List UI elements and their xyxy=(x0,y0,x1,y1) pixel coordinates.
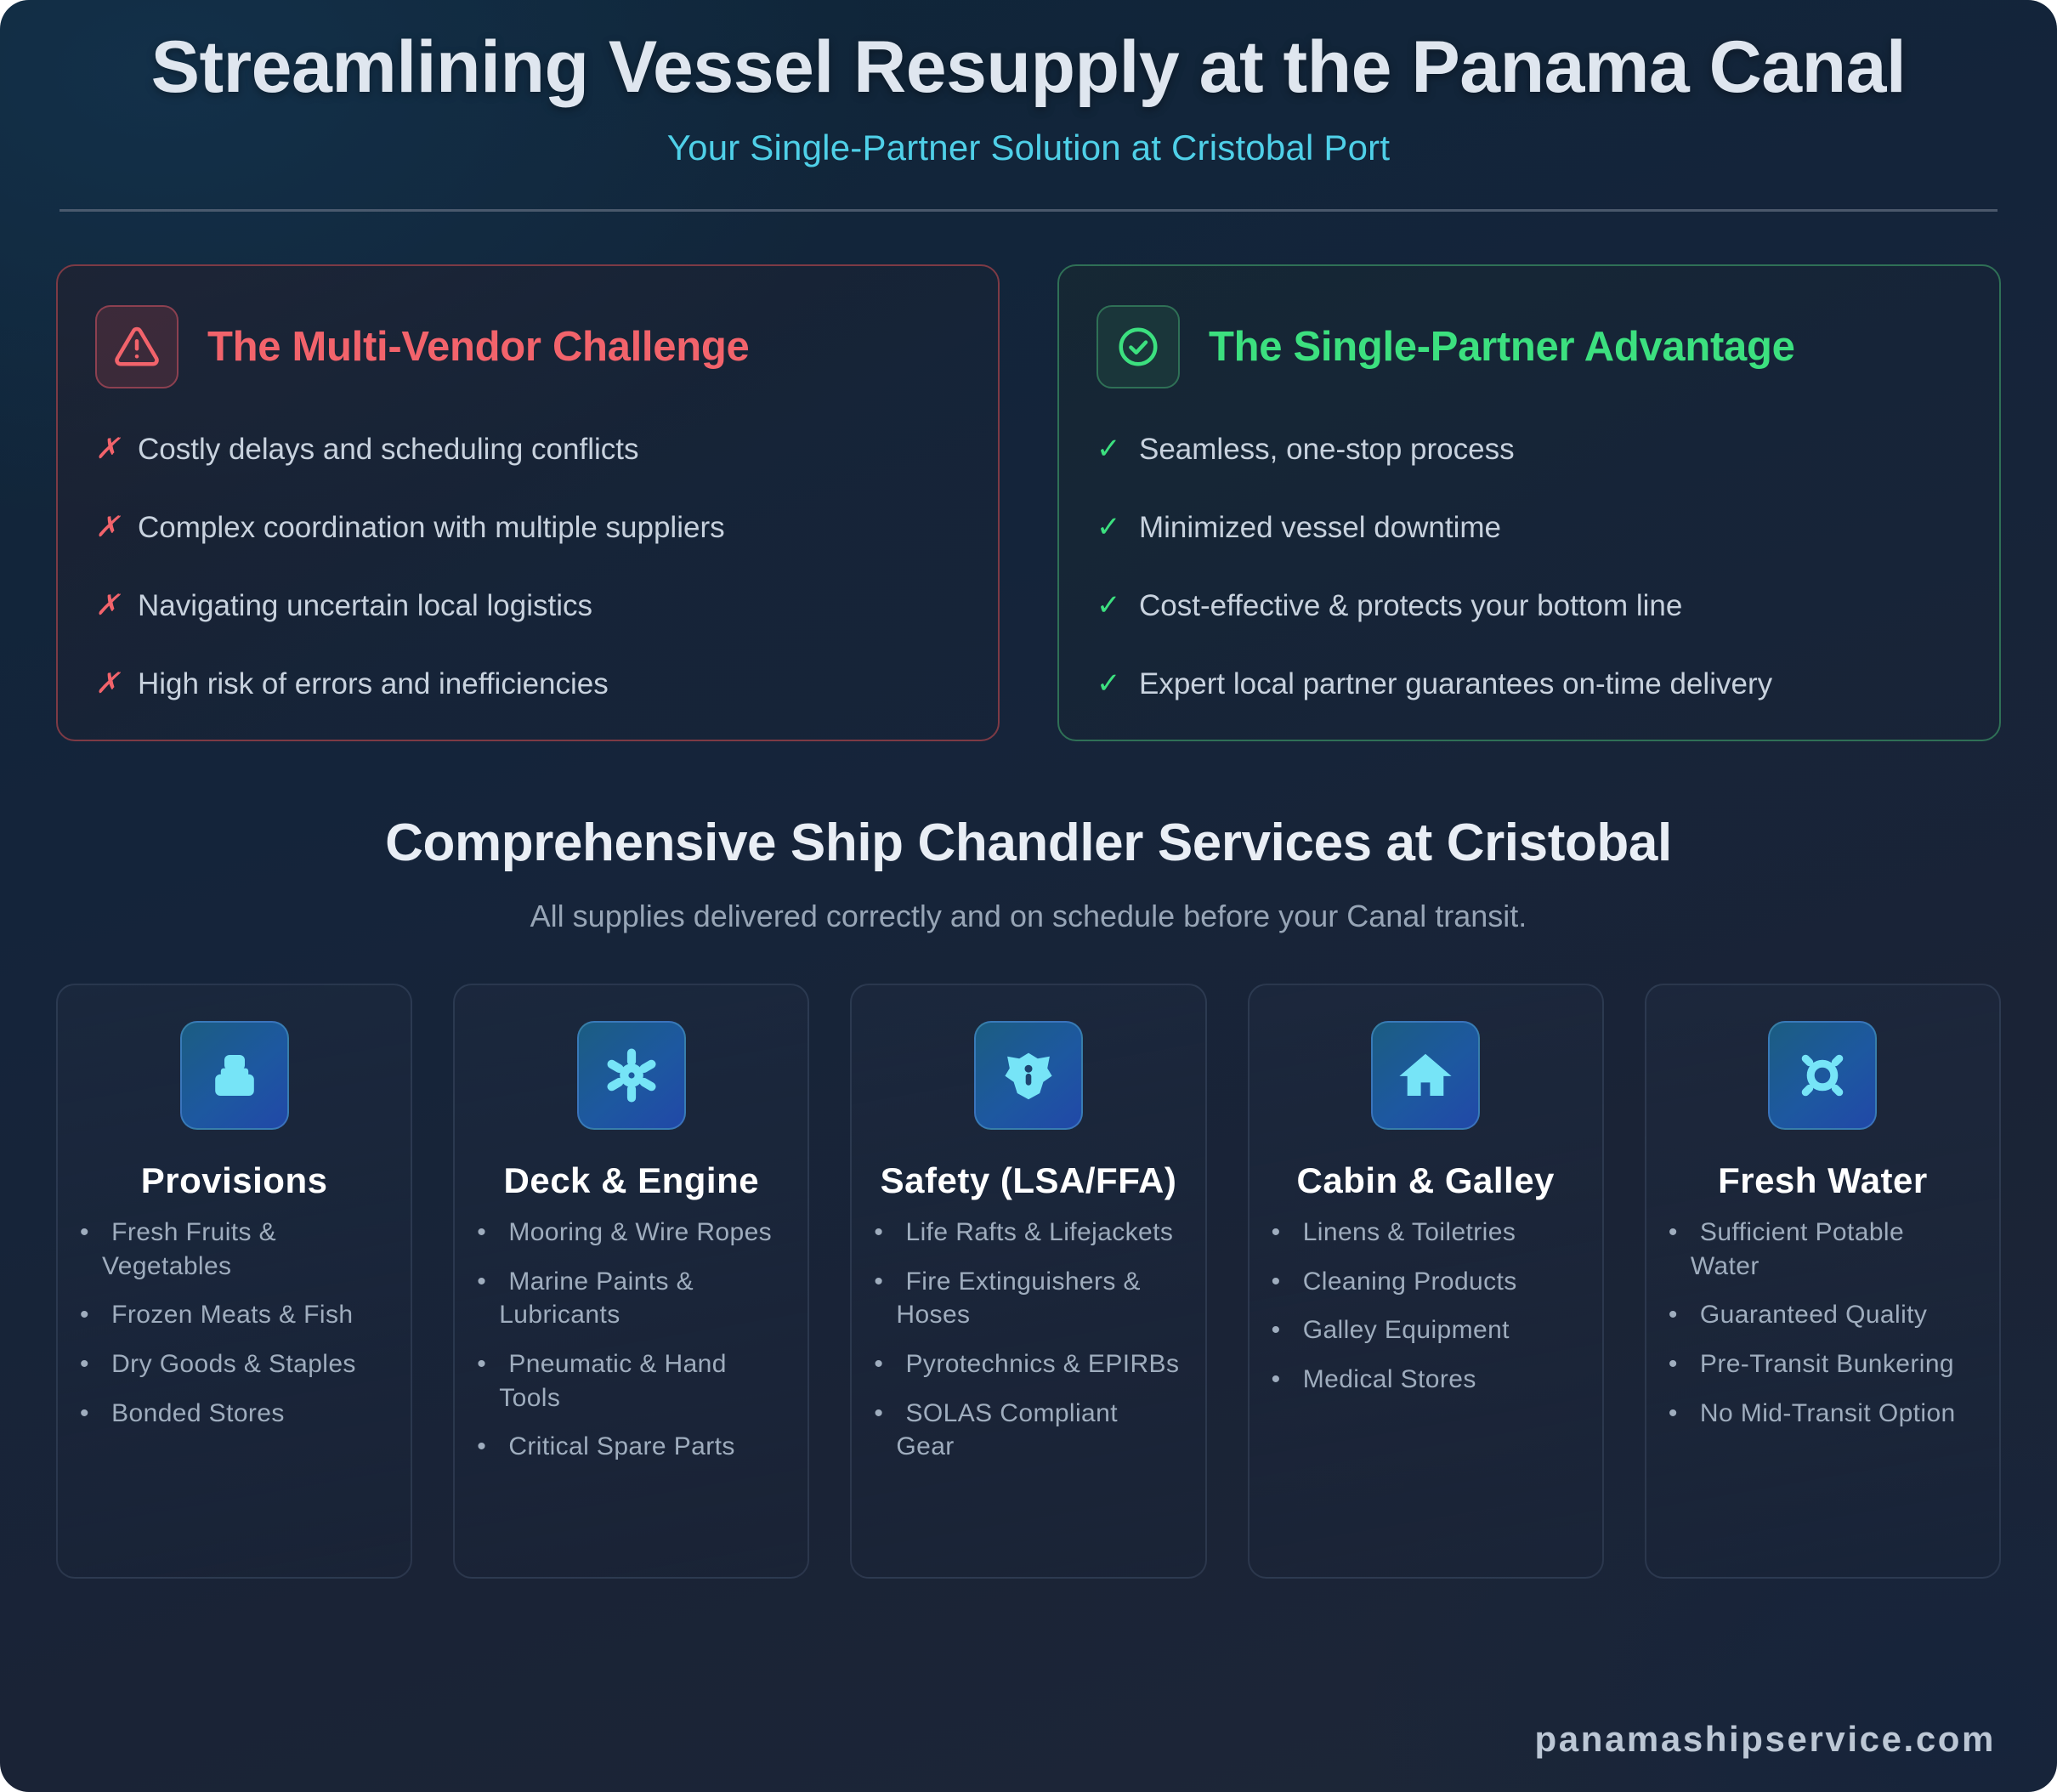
list-item: Frozen Meats & Fish xyxy=(80,1298,388,1332)
page-title: Streamlining Vessel Resupply at the Pana… xyxy=(150,26,1907,108)
advantage-card-title: The Single-Partner Advantage xyxy=(1209,323,1795,370)
list-item: ✗ High risk of errors and inefficiencies xyxy=(95,667,960,701)
header-divider xyxy=(60,208,1998,212)
list-item: ✗ Navigating uncertain local logistics xyxy=(95,589,960,623)
list-item: Guaranteed Quality xyxy=(1669,1298,1977,1332)
list-item: Pre-Transit Bunkering xyxy=(1669,1347,1977,1381)
list-item-label: Navigating uncertain local logistics xyxy=(138,589,592,623)
water-drop-burst-icon xyxy=(1768,1020,1878,1130)
advantage-card-header: The Single-Partner Advantage xyxy=(1096,304,1962,388)
list-item: No Mid-Transit Option xyxy=(1669,1397,1977,1431)
challenge-card-header: The Multi-Vendor Challenge xyxy=(95,304,960,388)
list-item: ✗ Complex coordination with multiple sup… xyxy=(95,511,960,545)
list-item: Dry Goods & Staples xyxy=(80,1347,388,1381)
shield-info-icon xyxy=(974,1020,1083,1130)
list-item: ✗ Costly delays and scheduling conflicts xyxy=(95,433,960,467)
services-subtitle: All supplies delivered correctly and on … xyxy=(530,898,1527,933)
advantage-card: The Single-Partner Advantage ✓ Seamless,… xyxy=(1057,264,2001,741)
list-item: Pyrotechnics & EPIRBs xyxy=(874,1347,1182,1381)
service-item-list: Life Rafts & Lifejackets Fire Extinguish… xyxy=(874,1216,1182,1464)
home-icon xyxy=(1371,1020,1481,1130)
services-title: Comprehensive Ship Chandler Services at … xyxy=(385,813,1672,872)
services-header: Comprehensive Ship Chandler Services at … xyxy=(56,813,2001,934)
service-item-list: Sufficient Potable Water Guaranteed Qual… xyxy=(1669,1216,1977,1430)
service-name: Fresh Water xyxy=(1718,1160,1928,1200)
service-card-provisions: Provisions Fresh Fruits & Vegetables Fro… xyxy=(56,983,413,1579)
list-item: Linens & Toiletries xyxy=(1272,1216,1580,1250)
check-icon: ✓ xyxy=(1096,510,1121,543)
website-url: panamashipservice.com xyxy=(1534,1719,1996,1759)
list-item-label: Complex coordination with multiple suppl… xyxy=(138,510,725,544)
list-item: ✓ Seamless, one-stop process xyxy=(1096,433,1962,467)
list-item-label: Seamless, one-stop process xyxy=(1139,432,1515,466)
check-icon: ✓ xyxy=(1096,589,1121,622)
list-item: Galley Equipment xyxy=(1272,1313,1580,1347)
comparison-row: The Multi-Vendor Challenge ✗ Costly dela… xyxy=(56,264,2001,741)
service-card-safety: Safety (LSA/FFA) Life Rafts & Lifejacket… xyxy=(850,983,1207,1579)
list-item: Cleaning Products xyxy=(1272,1265,1580,1299)
services-row: Provisions Fresh Fruits & Vegetables Fro… xyxy=(56,983,2002,1579)
service-card-cabin-galley: Cabin & Galley Linens & Toiletries Clean… xyxy=(1247,983,1604,1579)
service-name: Provisions xyxy=(140,1160,328,1200)
challenge-card: The Multi-Vendor Challenge ✗ Costly dela… xyxy=(56,264,1000,741)
list-item: Critical Spare Parts xyxy=(477,1430,785,1464)
list-item-label: Costly delays and scheduling conflicts xyxy=(138,432,639,466)
list-item: ✓ Cost-effective & protects your bottom … xyxy=(1096,589,1962,623)
list-item: SOLAS Compliant Gear xyxy=(874,1397,1182,1464)
service-item-list: Linens & Toiletries Cleaning Products Ga… xyxy=(1272,1216,1580,1396)
check-circle-icon xyxy=(1096,304,1180,388)
service-name: Safety (LSA/FFA) xyxy=(880,1160,1177,1200)
list-item: Medical Stores xyxy=(1272,1363,1580,1397)
cross-icon: ✗ xyxy=(95,432,120,465)
header: Streamlining Vessel Resupply at the Pana… xyxy=(56,0,2001,212)
cross-icon: ✗ xyxy=(95,667,120,700)
list-item: Marine Paints & Lubricants xyxy=(477,1265,785,1332)
list-item-label: Expert local partner guarantees on-time … xyxy=(1139,667,1773,701)
challenge-list: ✗ Costly delays and scheduling conflicts… xyxy=(95,433,960,702)
cross-icon: ✗ xyxy=(95,510,120,543)
service-name: Cabin & Galley xyxy=(1296,1160,1555,1200)
list-item: Fire Extinguishers & Hoses xyxy=(874,1265,1182,1332)
list-item-label: Minimized vessel downtime xyxy=(1139,510,1501,544)
warning-triangle-icon xyxy=(95,304,178,388)
list-item: ✓ Expert local partner guarantees on-tim… xyxy=(1096,667,1962,701)
list-item: ✓ Minimized vessel downtime xyxy=(1096,511,1962,545)
list-item: Pneumatic & Hand Tools xyxy=(477,1347,785,1415)
crate-stack-icon xyxy=(179,1020,289,1130)
list-item: Mooring & Wire Ropes xyxy=(477,1216,785,1250)
gear-icon xyxy=(576,1020,686,1130)
list-item: Bonded Stores xyxy=(80,1397,388,1431)
list-item: Sufficient Potable Water xyxy=(1669,1216,1977,1283)
list-item: Life Rafts & Lifejackets xyxy=(874,1216,1182,1250)
service-name: Deck & Engine xyxy=(503,1160,760,1200)
list-item-label: Cost-effective & protects your bottom li… xyxy=(1139,589,1683,623)
advantage-list: ✓ Seamless, one-stop process ✓ Minimized… xyxy=(1096,433,1962,702)
service-item-list: Fresh Fruits & Vegetables Frozen Meats &… xyxy=(80,1216,388,1430)
cross-icon: ✗ xyxy=(95,589,120,622)
check-icon: ✓ xyxy=(1096,667,1121,700)
challenge-card-title: The Multi-Vendor Challenge xyxy=(207,323,750,370)
list-item-label: High risk of errors and inefficiencies xyxy=(138,667,609,701)
service-item-list: Mooring & Wire Ropes Marine Paints & Lub… xyxy=(477,1216,785,1464)
page-subtitle: Your Single-Partner Solution at Cristoba… xyxy=(666,127,1391,167)
service-card-deck-engine: Deck & Engine Mooring & Wire Ropes Marin… xyxy=(453,983,810,1579)
service-card-fresh-water: Fresh Water Sufficient Potable Water Gua… xyxy=(1644,983,2002,1579)
list-item: Fresh Fruits & Vegetables xyxy=(80,1216,388,1283)
check-icon: ✓ xyxy=(1096,432,1121,465)
